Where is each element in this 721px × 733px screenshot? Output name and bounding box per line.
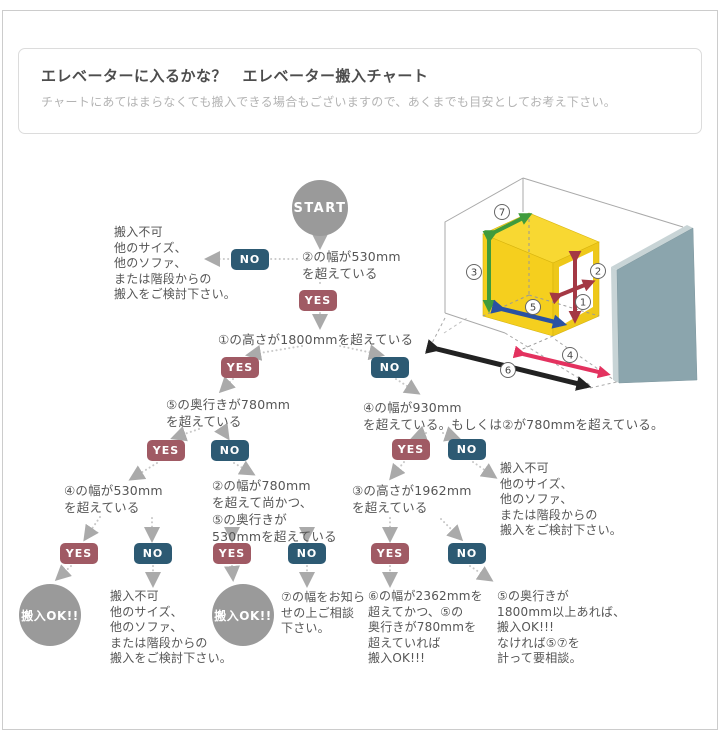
result-no-entry-2: 搬入不可 他のサイズ、 他のソファ、 または階段からの 搬入をご検討下さい。: [500, 461, 623, 537]
dotted-connectors: [54, 234, 498, 588]
result-no-entry-1: 搬入不可 他のサイズ、 他のソファ、 または階段からの 搬入をご検討下さい。: [114, 225, 237, 301]
question-width-930: ④の幅が930mm を超えている。もしくは②が780mmを超えている。: [363, 400, 664, 432]
dim-badge-5: 5: [525, 299, 541, 315]
svg-text:2: 2: [595, 267, 601, 278]
question-width-530: ④の幅が530mm を超えている: [64, 483, 163, 515]
dim-arrow-7: [484, 213, 533, 242]
ok-node-2: 搬入OK!!: [212, 584, 274, 646]
yes-badge-q5: YES: [60, 543, 98, 564]
svg-text:1: 1: [580, 298, 586, 309]
dim-badge-3: 3: [466, 264, 482, 280]
yes-badge-q3: YES: [147, 440, 185, 461]
yes-badge-q1: YES: [299, 290, 337, 311]
dim-badge-7: 7: [494, 204, 510, 220]
no-badge-q2: NO: [371, 357, 409, 378]
no-badge-q3: NO: [211, 440, 249, 461]
svg-text:6: 6: [505, 366, 511, 377]
question-depth-780: ⑤の奥行きが780mm を超えている: [166, 397, 291, 429]
svg-text:3: 3: [471, 268, 477, 279]
header-card: エレベーターに入るかな？ エレベーター搬入チャート チャートにあてはまらなくても…: [18, 48, 702, 134]
no-badge-q6: NO: [288, 543, 326, 564]
elevator-illustration: 7 3 5 2 1 4 6: [425, 177, 698, 391]
result-no-entry-3: 搬入不可 他のサイズ、 他のソファ、 または階段からの 搬入をご検討下さい。: [110, 589, 233, 665]
page-title: エレベーターに入るかな？ エレベーター搬入チャート: [41, 67, 429, 85]
no-badge-q4: NO: [448, 439, 486, 460]
yes-badge-q2: YES: [221, 357, 259, 378]
result-ok-cond6: ⑥の幅が2362mmを 超えてかつ、⑤の 奥行きが780mmを 超えていれば 搬…: [368, 589, 483, 665]
yes-badge-q4: YES: [392, 439, 430, 460]
question-height-1962: ③の高さが1962mm を超えている: [352, 483, 472, 515]
link-to-illustration: [443, 317, 468, 334]
dim-arrow-5: [490, 299, 568, 329]
yes-badge-q6: YES: [213, 543, 251, 564]
hall-wall: [611, 225, 698, 384]
result-ok-cond5: ⑤の奥行きが 1800mm以上あれば、 搬入OK!!! なければ⑤⑦を 計って要…: [497, 589, 626, 665]
result-consult-width7: ⑦の幅をお知ら せの上ご相談 下さい。: [281, 590, 366, 635]
question-height-1800: ①の高さが1800mmを超えている: [218, 332, 414, 347]
ok-node-1: 搬入OK!!: [19, 584, 81, 646]
no-badge-q5: NO: [134, 543, 172, 564]
svg-text:5: 5: [530, 303, 536, 314]
no-badge-q7: NO: [448, 543, 486, 564]
svg-text:4: 4: [567, 351, 573, 362]
no-badge-q1: NO: [231, 249, 269, 270]
dim-badge-1: 1: [575, 294, 591, 310]
dim-badge-4: 4: [562, 347, 578, 363]
question-width-780-depth-530: ②の幅が780mm を超えて尚かつ、 ⑤の奥行きが 530mmを超えている: [212, 478, 337, 544]
svg-text:7: 7: [499, 208, 505, 219]
yes-badge-q7: YES: [371, 543, 409, 564]
dim-badges: 7 3 5 2 1 4 6: [466, 204, 606, 378]
dim-badge-6: 6: [500, 362, 516, 378]
dim-badge-2: 2: [590, 263, 606, 279]
dim-arrow-2: [549, 279, 596, 305]
start-node: START: [292, 180, 348, 236]
elevator-cab: [482, 212, 600, 352]
question-door-width-530: ②の幅が530mm を超えている: [302, 249, 401, 281]
page-subtitle: チャートにあてはまらなくても搬入できる場合もございますので、あくまでも目安として…: [41, 95, 617, 109]
